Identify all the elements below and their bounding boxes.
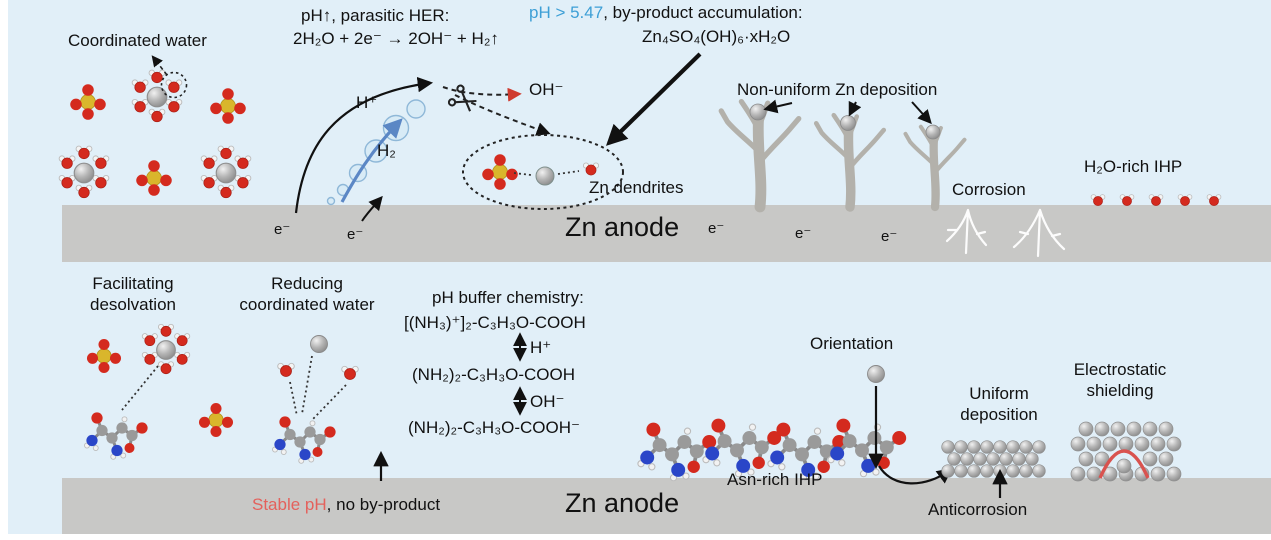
buffer-species-protonated: [(NH₃)⁺]₂-C₃H₃O-COOH — [404, 313, 586, 332]
shielding-arc — [1098, 449, 1150, 479]
coordinated-water-arrow — [151, 55, 168, 76]
reducing-coordinated-water-label: Reducing coordinated water — [239, 274, 374, 315]
page-margin-left — [0, 0, 8, 540]
deposition-arrow-2 — [848, 100, 862, 117]
oh-minus-label: OH⁻ — [529, 80, 564, 99]
uniform-line1: Uniform — [969, 384, 1029, 403]
electrostatic-shielding-label: Electrostatic shielding — [1074, 360, 1167, 401]
electron-label: e⁻ — [274, 221, 291, 238]
deposition-arrow-1 — [763, 99, 793, 114]
zn-dendrites-label: Zn dendrites — [589, 178, 684, 197]
solvation-cluster-icon — [59, 55, 251, 198]
coordinated-water-label: Coordinated water — [68, 31, 207, 50]
zn-anode-bar-bottom — [62, 478, 1271, 534]
non-uniform-label: Non-uniform Zn deposition — [737, 80, 938, 99]
desolvation-cluster-icon — [83, 324, 359, 465]
uniform-deposition-icon — [941, 440, 1046, 478]
electrostatic-line1: Electrostatic — [1073, 360, 1167, 379]
uniform-line2: deposition — [960, 404, 1038, 424]
electron-label: e⁻ — [347, 226, 364, 243]
facilitating-desolvation-label: Facilitating desolvation — [90, 274, 176, 315]
orientation-label: Orientation — [810, 334, 894, 353]
buffer-title: pH buffer chemistry: — [432, 288, 584, 307]
byproduct-arrow — [605, 52, 702, 146]
buffer-species-neutral: (NH₂)₂-C₃H₃O-COOH — [412, 365, 576, 384]
zn-anode-bar-top — [62, 205, 1271, 262]
electron-arrow — [361, 195, 383, 222]
byproduct-title: pH > 5.47, by-product accumulation: — [529, 3, 803, 24]
h-plus-label: H⁺ — [356, 93, 378, 112]
her-arrow — [294, 76, 434, 214]
byproduct-formula: Zn₄SO₄(OH)₆·xH₂O — [642, 27, 791, 46]
her-title: pH↑, parasitic HER: — [301, 6, 450, 25]
electron-label: e⁻ — [881, 228, 898, 245]
scissors-icon — [447, 84, 477, 112]
zn-anode-label-top: Zn anode — [565, 212, 680, 242]
buffer-h-plus-label: H⁺ — [530, 338, 552, 357]
stable-ph-label: Stable pH, no by-product — [252, 495, 440, 516]
reducing-line2: coordinated water — [239, 294, 375, 314]
corrosion-label: Corrosion — [952, 180, 1026, 199]
facilitating-line2: desolvation — [89, 294, 177, 314]
coordinated-water-circle — [160, 71, 188, 99]
corrosion-cracks-icon — [945, 208, 1066, 258]
h2-evolution-arrow — [340, 118, 403, 203]
byproduct-rest-text: , by-product accumulation: — [603, 3, 803, 22]
electron-label: e⁻ — [795, 225, 812, 242]
stable-ph-text: Stable pH — [252, 495, 327, 514]
electron-label: e⁻ — [708, 220, 725, 237]
oh-arrow — [442, 86, 522, 102]
deposition-arrow-3 — [911, 101, 932, 125]
buffer-oh-minus-label: OH⁻ — [530, 392, 565, 411]
zn-dendrites-icon — [721, 102, 964, 207]
orientation-curve-arrow — [878, 465, 953, 485]
h2o-ihp-label: H₂O-rich IHP — [1084, 157, 1183, 176]
h2o-ihp-icon — [1090, 194, 1222, 207]
page-margin-bottom — [0, 534, 1271, 540]
orientation-zn-sphere — [867, 365, 885, 383]
uniform-deposition-label: Uniform deposition — [960, 384, 1038, 425]
zn-anode-label-bottom: Zn anode — [565, 488, 680, 518]
reducing-line1: Reducing — [271, 274, 343, 293]
her-equation: 2H₂O + 2e⁻ → 2OH⁻ + H₂↑ — [293, 29, 499, 48]
electrostatic-line2: shielding — [1086, 380, 1154, 400]
byproduct-complex-icon — [462, 134, 624, 210]
no-byproduct-text: , no by-product — [326, 495, 441, 514]
buffer-species-deprotonated: (NH₂)₂-C₃H₃O-COOH⁻ — [408, 418, 580, 437]
facilitating-line1: Facilitating — [92, 274, 174, 293]
asn-ihp-label: Asn-rich IHP — [727, 470, 823, 489]
anticorrosion-label: Anticorrosion — [928, 500, 1028, 519]
byproduct-ph-value: pH > 5.47 — [529, 3, 604, 22]
h2-label: H₂ — [377, 141, 396, 160]
electrostatic-shielding-icon — [1070, 421, 1182, 482]
